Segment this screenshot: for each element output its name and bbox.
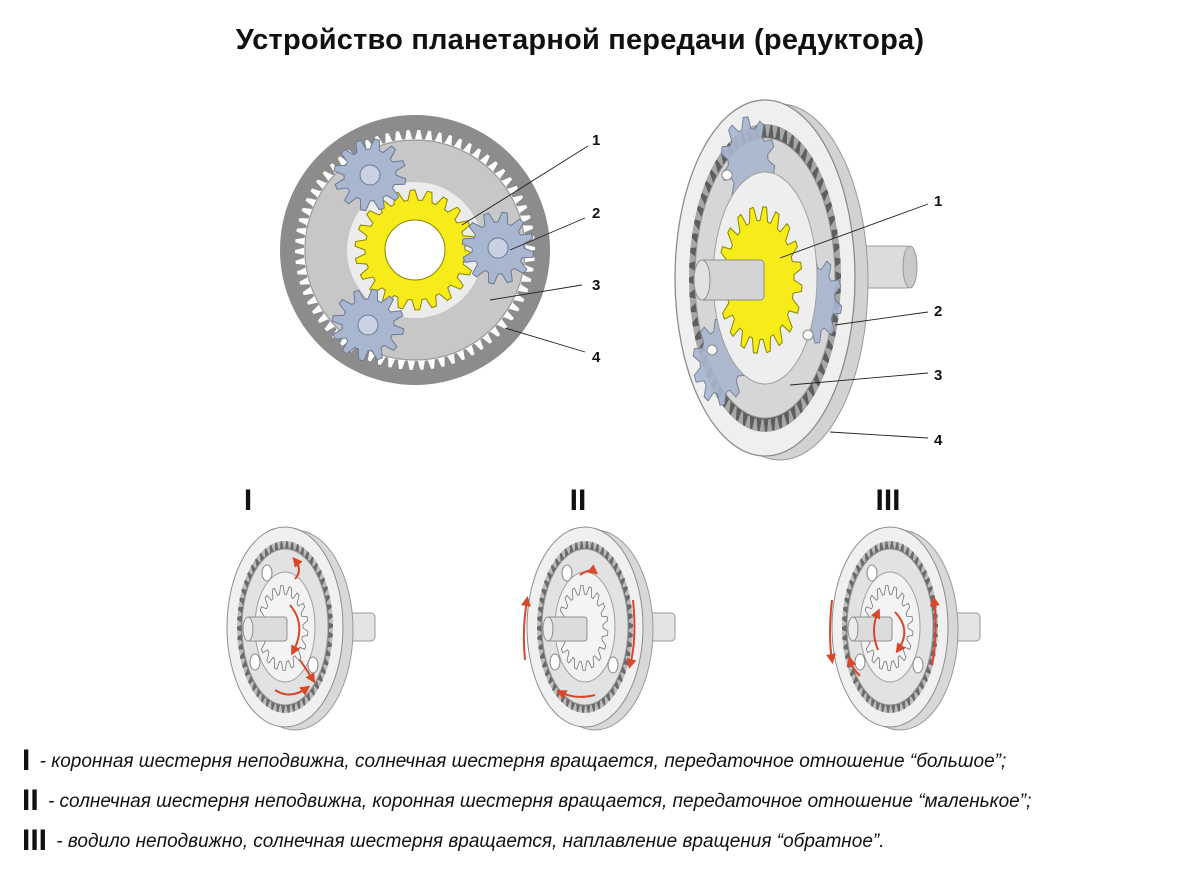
carrier-bolt-hole (249, 653, 261, 671)
rotation-arrow (929, 596, 940, 666)
legend-mode-3-key: III (22, 824, 48, 857)
input-shaft-end (693, 259, 711, 301)
carrier-bolt-hole (866, 564, 878, 582)
callout-1: 1 (592, 132, 600, 149)
callouts-perspective-view: 1 2 3 4 (779, 193, 943, 449)
legend-mode-2: II - солнечная шестерня неподвижна, коро… (22, 784, 1031, 818)
perspective-view-gearset (674, 99, 918, 461)
carrier-bolt-hole (261, 564, 273, 582)
carrier-bolt-hole (706, 344, 718, 356)
rotation-arrow (626, 599, 637, 669)
planet-gears (331, 138, 535, 362)
input-shaft-end (242, 616, 254, 642)
callout-1: 1 (934, 193, 942, 210)
planet-gear-axle (357, 314, 379, 336)
carrier-bolt-hole (307, 656, 319, 674)
rotation-arrow (299, 659, 316, 684)
carrier-bolt-hole (607, 656, 619, 674)
carrier-bolt-hole (802, 329, 814, 341)
callout-3: 3 (592, 277, 600, 294)
rotation-arrow (274, 685, 311, 696)
mode-3-gearset (826, 526, 981, 731)
legend-mode-2-key: II (22, 784, 39, 817)
callout-4: 4 (934, 432, 943, 449)
rotation-arrow (894, 611, 906, 654)
legend-mode-1: I - коронная шестерня неподвижна, солнеч… (22, 744, 1006, 778)
mode-2-gearset (521, 526, 676, 731)
input-shaft-end (542, 616, 554, 642)
callout-3: 3 (934, 367, 942, 384)
carrier-bolt-hole (721, 169, 733, 181)
callouts-front-view: 1 2 3 4 (461, 132, 601, 366)
callout-2: 2 (934, 303, 942, 320)
rotation-arrow (292, 556, 303, 580)
legend-mode-1-text: - коронная шестерня неподвижна, солнечна… (39, 751, 1007, 772)
planet-gear-axle (359, 164, 381, 186)
callout-4: 4 (592, 349, 601, 366)
mode-1-gearset (226, 526, 376, 731)
rotation-arrow (579, 564, 599, 576)
sun-gear-bore (384, 219, 446, 281)
legend-mode-3-text: - водило неподвижно, солнечная шестерня … (56, 831, 885, 852)
front-view-gearset (280, 115, 550, 385)
rotation-arrow (521, 596, 531, 661)
callout-2: 2 (592, 205, 600, 222)
shaft-end (902, 245, 918, 289)
mode-label-1: I (244, 484, 252, 517)
planet-gear-axle (487, 237, 509, 259)
page-title: Устройство планетарной передачи (редукто… (235, 24, 925, 56)
rotation-arrow (846, 656, 861, 677)
legend-mode-2-text: - солнечная шестерня неподвижна, коронна… (47, 791, 1032, 812)
carrier-bolt-hole (854, 653, 866, 671)
mode-label-3: III (875, 484, 900, 517)
input-shaft-end (847, 616, 859, 642)
rotation-arrow (826, 599, 836, 664)
rotation-arrow (289, 604, 301, 656)
carrier-bolt-hole (561, 564, 573, 582)
carrier-bolt-hole (549, 653, 561, 671)
rotation-arrow (556, 690, 596, 700)
legend-mode-1-key: I (22, 744, 31, 777)
carrier-bolt-hole (912, 656, 924, 674)
legend-mode-3: III - водило неподвижно, солнечная шесте… (22, 824, 885, 858)
mode-label-2: II (570, 484, 587, 517)
rotation-arrow (870, 608, 881, 651)
